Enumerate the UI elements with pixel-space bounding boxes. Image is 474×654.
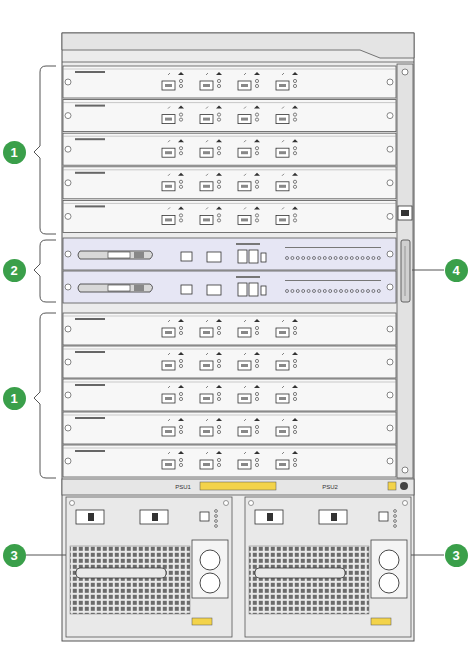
callout-number: 4: [452, 264, 459, 277]
callout-circle: 4: [445, 259, 468, 282]
callout-number: 3: [452, 549, 459, 562]
power-supply: [245, 497, 411, 637]
callout-circle: 3: [445, 544, 468, 567]
interface-card: [63, 346, 396, 378]
power-supply: [66, 497, 232, 637]
callout-circle: 1: [3, 141, 26, 164]
callout-number: 1: [10, 392, 17, 405]
callout-number: 3: [10, 549, 17, 562]
interface-card: [63, 133, 396, 165]
slot-label: PSU1: [175, 484, 191, 490]
interface-card: [63, 412, 396, 444]
slot-label: PSU2: [322, 484, 338, 490]
interface-card: [63, 379, 396, 411]
interface-card: [63, 167, 396, 199]
interface-card: [63, 313, 396, 345]
callout-circle: 3: [3, 544, 26, 567]
interface-card: [63, 100, 396, 132]
mpu-card: [63, 271, 396, 303]
interface-card: [63, 445, 396, 477]
callout-number: 1: [10, 146, 17, 159]
interface-card: [63, 200, 396, 232]
callout-number: 2: [10, 264, 17, 277]
interface-card: [63, 66, 396, 98]
callout-circle: 1: [3, 387, 26, 410]
mpu-card: [63, 238, 396, 270]
callout-circle: 2: [3, 259, 26, 282]
